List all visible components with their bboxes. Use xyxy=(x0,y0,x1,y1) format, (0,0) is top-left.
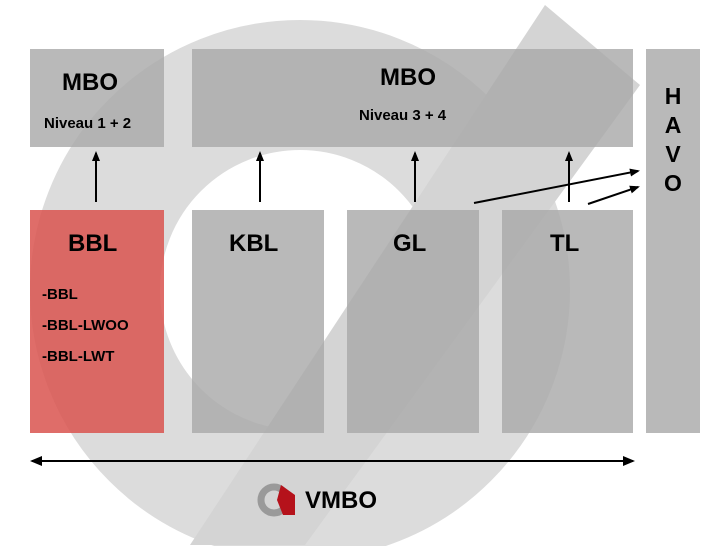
vmbo-label: VMBO xyxy=(305,487,377,514)
havo-box xyxy=(646,49,700,433)
gl-box xyxy=(347,210,479,433)
vmbo-logo-icon xyxy=(257,483,295,517)
havo-letter: O xyxy=(664,170,682,196)
mbo-level-1-2-box xyxy=(30,49,164,147)
bbl-sublist: -BBL -BBL-LWOO -BBL-LWT xyxy=(42,279,129,372)
track-label-kbl: KBL xyxy=(229,230,279,257)
list-item: -BBL-LWT xyxy=(42,348,115,365)
mbo-right-subtitle: Niveau 3 + 4 xyxy=(359,107,447,124)
kbl-box xyxy=(192,210,324,433)
havo-letter: A xyxy=(664,112,682,138)
tl-box xyxy=(502,210,633,433)
mbo-left-subtitle: Niveau 1 + 2 xyxy=(44,115,132,132)
havo-letter: V xyxy=(665,141,681,167)
track-label-bbl: BBL xyxy=(68,230,118,257)
havo-letter: H xyxy=(664,83,682,109)
list-item: -BBL-LWOO xyxy=(42,317,129,334)
mbo-right-title: MBO xyxy=(380,64,436,91)
mbo-left-title: MBO xyxy=(62,69,118,96)
list-item: -BBL xyxy=(42,286,78,303)
bbl-box xyxy=(30,210,164,433)
track-label-gl: GL xyxy=(393,230,427,257)
havo-label: H A V O xyxy=(646,82,700,198)
mbo-level-3-4-box xyxy=(192,49,633,147)
track-label-tl: TL xyxy=(550,230,580,257)
